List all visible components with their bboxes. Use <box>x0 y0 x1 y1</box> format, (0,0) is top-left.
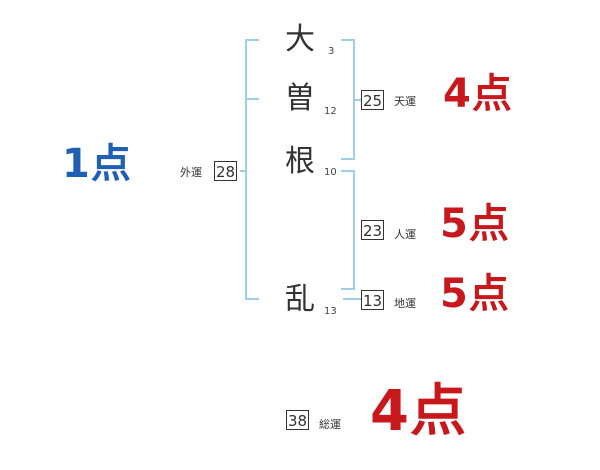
outer-bracket-connector <box>240 170 247 172</box>
stroke-count-4: 13 <box>324 306 337 317</box>
name-char-1: 大 <box>285 22 315 57</box>
total-value-box: 38 <box>286 410 310 430</box>
name-char-2: 曽 <box>285 81 315 116</box>
outer-bracket-mid <box>245 98 259 100</box>
person-bracket-vertical <box>353 170 355 290</box>
outer-score: 1点 <box>62 141 132 187</box>
earth-score: 5点 <box>440 271 510 317</box>
name-char-3: 根 <box>285 144 315 179</box>
heaven-score: 4点 <box>443 71 513 117</box>
stroke-count-2: 12 <box>324 106 337 117</box>
outer-label: 外運 <box>180 166 202 179</box>
earth-label: 地運 <box>394 297 416 310</box>
stroke-count-3: 10 <box>324 167 337 178</box>
person-bracket-top <box>341 170 355 172</box>
outer-value-box: 28 <box>214 161 238 181</box>
total-label: 総運 <box>319 418 341 431</box>
heaven-bracket-bottom <box>341 158 355 160</box>
earth-connector <box>343 298 361 300</box>
person-label: 人運 <box>394 228 416 241</box>
total-score: 4点 <box>370 379 467 444</box>
outer-bracket-bottom <box>245 298 259 300</box>
heaven-bracket-top <box>341 39 355 41</box>
outer-bracket-vertical <box>245 39 247 300</box>
earth-value-box: 13 <box>361 290 385 310</box>
person-score: 5点 <box>440 201 510 247</box>
person-bracket-bottom <box>341 288 355 290</box>
stroke-count-1: 3 <box>328 46 335 57</box>
person-value-box: 23 <box>361 220 385 240</box>
heaven-value-box: 25 <box>361 90 385 110</box>
heaven-bracket-connector <box>353 99 361 101</box>
heaven-label: 天運 <box>394 95 416 108</box>
outer-bracket-top <box>245 39 259 41</box>
name-char-4: 乱 <box>285 282 315 317</box>
